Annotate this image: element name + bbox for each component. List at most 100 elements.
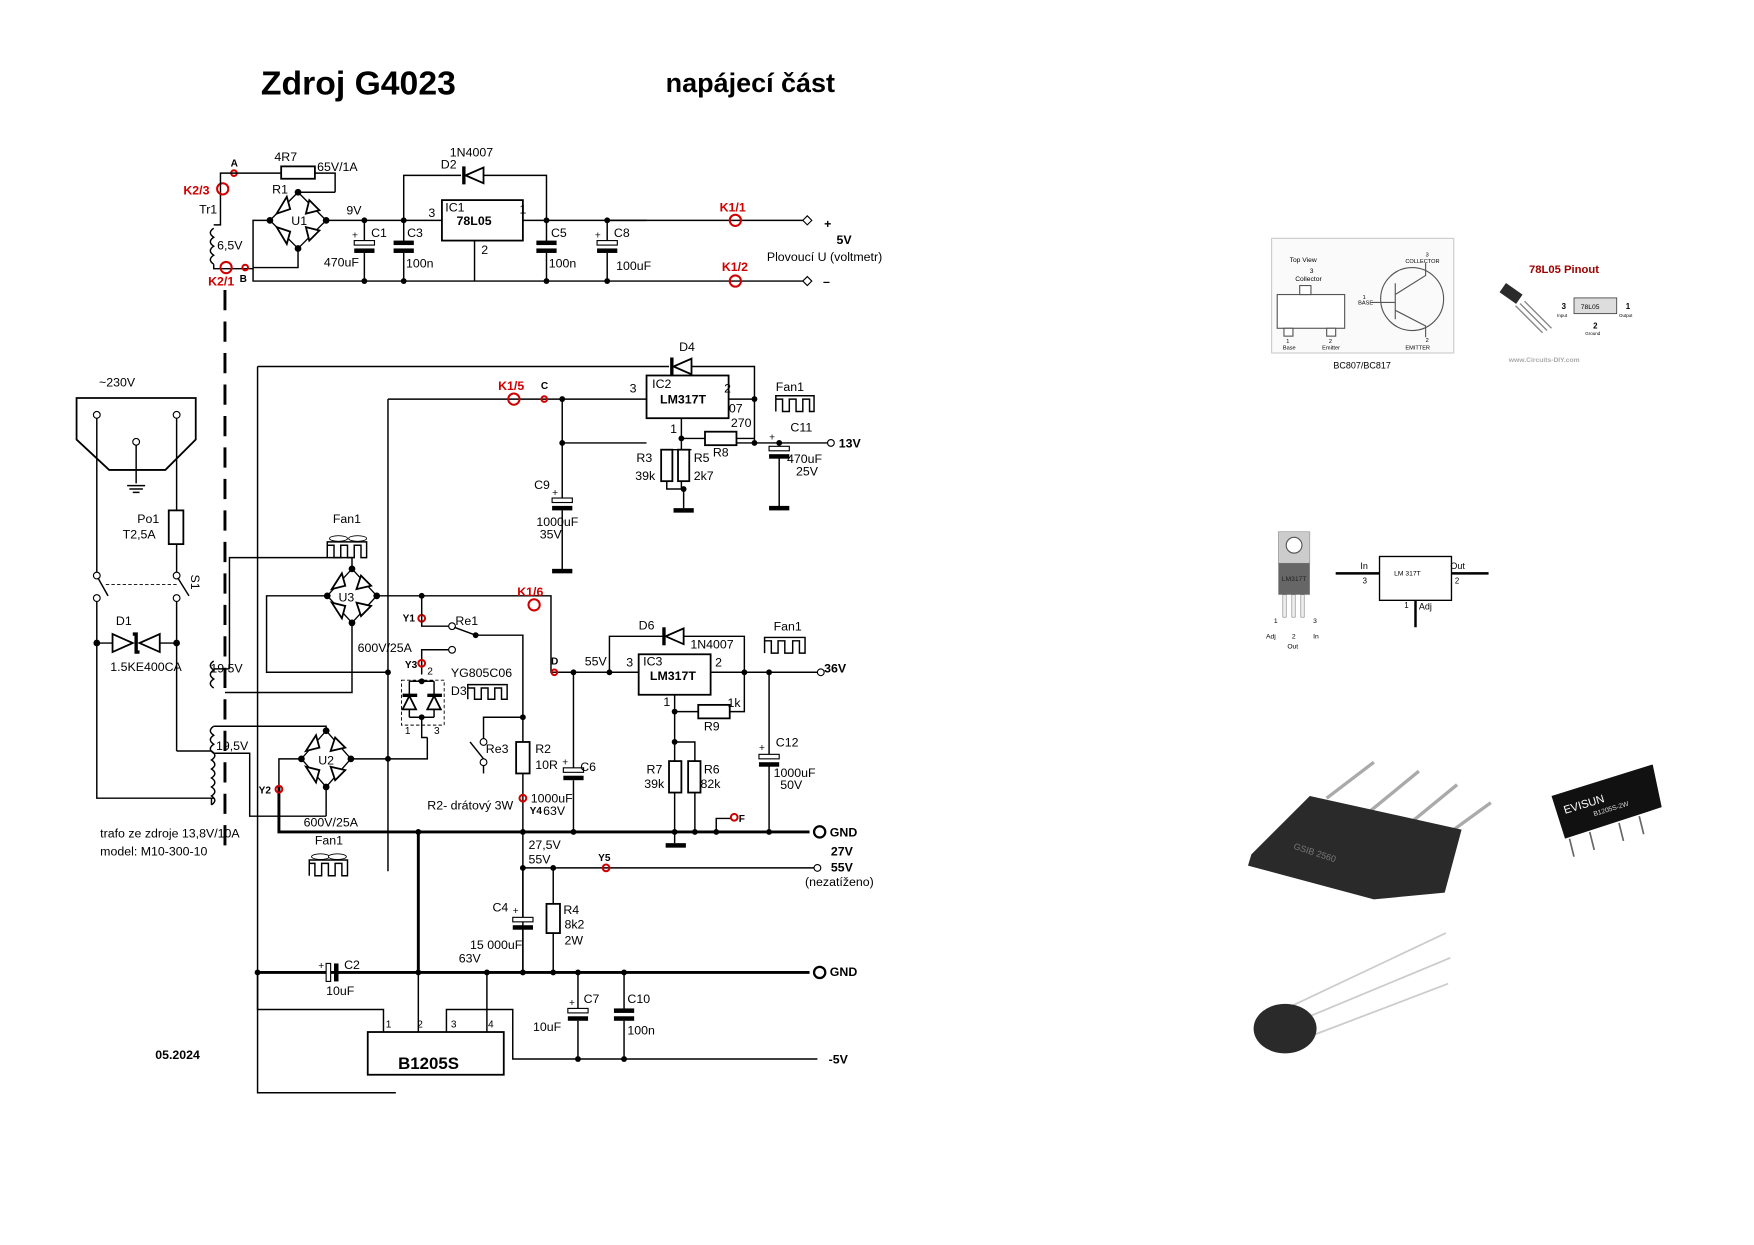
r1-value: 4R7 — [274, 150, 297, 164]
fan1-label-13v: Fan1 — [776, 380, 804, 394]
connector-k1-1-label: K1/1 — [720, 200, 746, 214]
lm317-pkg-marking: LM317T — [1282, 576, 1307, 583]
c1-value: 470uF — [324, 255, 359, 269]
resistor-r6 — [687, 760, 702, 794]
ic3-pin-in: 3 — [626, 656, 633, 670]
d3-pin1: 1 — [405, 726, 411, 737]
c9-value: 1000uF — [536, 515, 578, 529]
d3-pin2: 2 — [427, 667, 433, 678]
relay-re1-contact[interactable] — [448, 622, 456, 631]
resistor-r7 — [668, 760, 683, 794]
capacitor-c10 — [613, 1008, 635, 1013]
c6-rating: 63V — [543, 804, 566, 818]
mains-switch-s1: S1 — [92, 571, 202, 603]
r2-value: 10R — [535, 758, 558, 772]
capacitor-c8 — [596, 240, 618, 246]
pin-4: 4 — [488, 1020, 494, 1031]
capacitor-c12 — [758, 753, 780, 760]
c5-ref: C5 — [551, 226, 567, 240]
lm317-sym-adj: Adj — [1419, 601, 1432, 611]
connector-k2-3 — [216, 182, 230, 196]
connector-k1-6-label: K1/6 — [517, 585, 543, 599]
test-point-c — [540, 395, 549, 403]
resistor-r1 — [280, 165, 316, 180]
r5-value: 2k7 — [694, 469, 714, 483]
test-point-c-label: C — [541, 381, 549, 392]
dual-diode-d3: 1 3 — [401, 678, 445, 737]
fuse-ref: Po1 — [137, 512, 159, 526]
terminal-gnd-2 — [812, 965, 827, 980]
connector-k1-5 — [507, 392, 521, 406]
r1-ref: R1 — [272, 182, 288, 196]
gnd-label-2: GND — [830, 965, 858, 979]
r5-ref: R5 — [694, 451, 710, 465]
bridge-rectifier-u1: U1 — [266, 188, 336, 252]
u1-ref: U1 — [291, 214, 307, 228]
test-point-y4-label: Y4 — [530, 806, 543, 817]
c12-ref: C12 — [776, 735, 799, 749]
capacitor-c5 — [536, 240, 557, 246]
pin-2: 2 — [417, 1020, 423, 1031]
c12-value: 1000uF — [774, 766, 816, 780]
d4-ref: D4 — [679, 340, 695, 354]
test-point-f — [729, 812, 739, 822]
c11-rating: 25V — [796, 465, 819, 479]
fan1-label-u2: Fan1 — [315, 833, 343, 847]
test-point-y5 — [601, 863, 611, 873]
r7-value: 39k — [644, 777, 665, 791]
d1-value: 1.5KE400CA — [110, 660, 182, 674]
ground-icon — [127, 445, 146, 494]
ic1-pin-in: 3 — [428, 206, 435, 220]
c7-ref: C7 — [584, 992, 600, 1006]
transformer-ref: Tr1 — [199, 203, 217, 217]
c8-value: 100uF — [616, 259, 651, 273]
c3-value: 100n — [406, 257, 434, 271]
connector-k2-1-label: K2/1 — [208, 275, 234, 289]
resistor-r9 — [697, 703, 731, 720]
page-subtitle: napájecí část — [666, 68, 835, 98]
winding-6v5 — [209, 227, 216, 265]
bc807-collector: Collector — [1295, 276, 1322, 283]
lm317-sym-out: Out — [1450, 561, 1465, 571]
ic3-pin-out: 2 — [715, 656, 722, 670]
winding-19v5-b — [209, 725, 216, 754]
c2-ref: C2 — [344, 958, 360, 972]
capacitor-c11 — [768, 445, 790, 452]
ic3-part: LM317T — [650, 669, 696, 683]
transformer-note-2: model: M10-300-10 — [100, 845, 207, 859]
bc807-top-view: Top View — [1290, 257, 1317, 264]
c4-rating: 63V — [459, 951, 482, 965]
test-point-y2 — [274, 784, 284, 794]
pin-3: 3 — [451, 1020, 457, 1031]
r9-ref: R9 — [704, 720, 720, 734]
test-point-y4 — [518, 793, 528, 803]
mains-voltage: ~230V — [99, 376, 136, 390]
ic1-pin-out: 1 — [520, 203, 527, 217]
converter-label: B1205S — [398, 1054, 459, 1073]
heatsink-icon — [775, 394, 815, 413]
section-5v: 6,5V Tr1 K2/3 K2/1 A B 4R7 R1 65V/1A U1 — [183, 145, 882, 288]
svg-text:+: + — [552, 488, 558, 499]
c8-ref: C8 — [614, 226, 630, 240]
relay-re3-contact[interactable] — [479, 738, 488, 746]
test-point-a-label: A — [231, 158, 239, 169]
gsib-bridge-photo: GSIB 2560 — [1247, 760, 1492, 900]
r8-value: 270 — [731, 416, 752, 430]
output-27v-label: 27V — [831, 845, 854, 859]
primary-winding — [210, 750, 216, 806]
ic2-pin-out: 2 — [724, 381, 731, 395]
regulator-ic2 — [645, 374, 730, 420]
78l05-body: 78L05 — [1581, 304, 1600, 311]
bc807-sym-emitter: EMITTER — [1405, 346, 1430, 352]
evisun-converter-photo: EVISUN B1205S-2W — [1551, 764, 1662, 857]
test-point-d-label: D — [551, 656, 558, 667]
bc807-sym-base: BASE — [1358, 301, 1373, 307]
r3-ref: R3 — [636, 451, 652, 465]
r2-note: R2- drátový 3W — [427, 798, 513, 812]
tvs-diode-d1 — [111, 632, 135, 654]
capacitor-c9 — [551, 497, 573, 504]
connector-k1-2-label: K1/2 — [722, 260, 748, 274]
lm317-sym-in: In — [1360, 561, 1368, 571]
section-36v: Fan1 U3 600V/25A 19,5V 19,5V — [209, 512, 874, 973]
